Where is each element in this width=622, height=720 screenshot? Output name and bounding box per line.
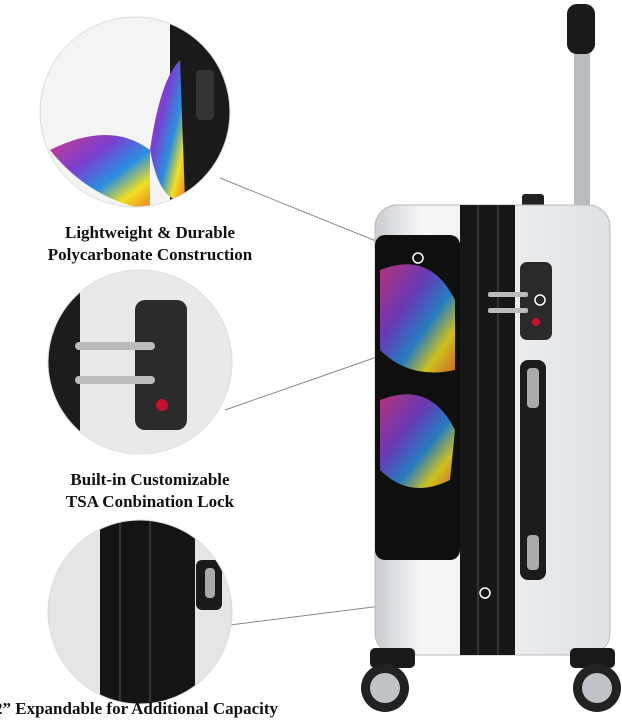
feature-caption-lock: Built-in Customizable TSA Conbination Lo… (20, 469, 280, 513)
tsa-lock (520, 262, 552, 340)
caption-line: Built-in Customizable (70, 470, 230, 489)
detail-circle-shell (40, 17, 230, 207)
circle-border (39, 16, 231, 208)
suitcase (361, 4, 621, 712)
feature-caption-construction: Lightweight & Durable Polycarbonate Cons… (20, 222, 280, 266)
caption-line: Polycarbonate Construction (47, 245, 253, 264)
caption-line: 2” Expandable for Additional Capacity (0, 699, 279, 718)
detail-circle-expansion (48, 520, 232, 704)
detail-circle-lock (48, 270, 232, 454)
feature-caption-expandable: 2” Expandable for Additional Capacity (0, 698, 278, 720)
caption-line: TSA Conbination Lock (65, 492, 235, 511)
side-handle (520, 360, 546, 580)
caption-line: Lightweight & Durable (65, 223, 235, 242)
telescopic-handle (574, 20, 590, 215)
wheels (361, 648, 621, 712)
handle-grip (567, 4, 595, 54)
expansion-zipper (460, 205, 515, 655)
